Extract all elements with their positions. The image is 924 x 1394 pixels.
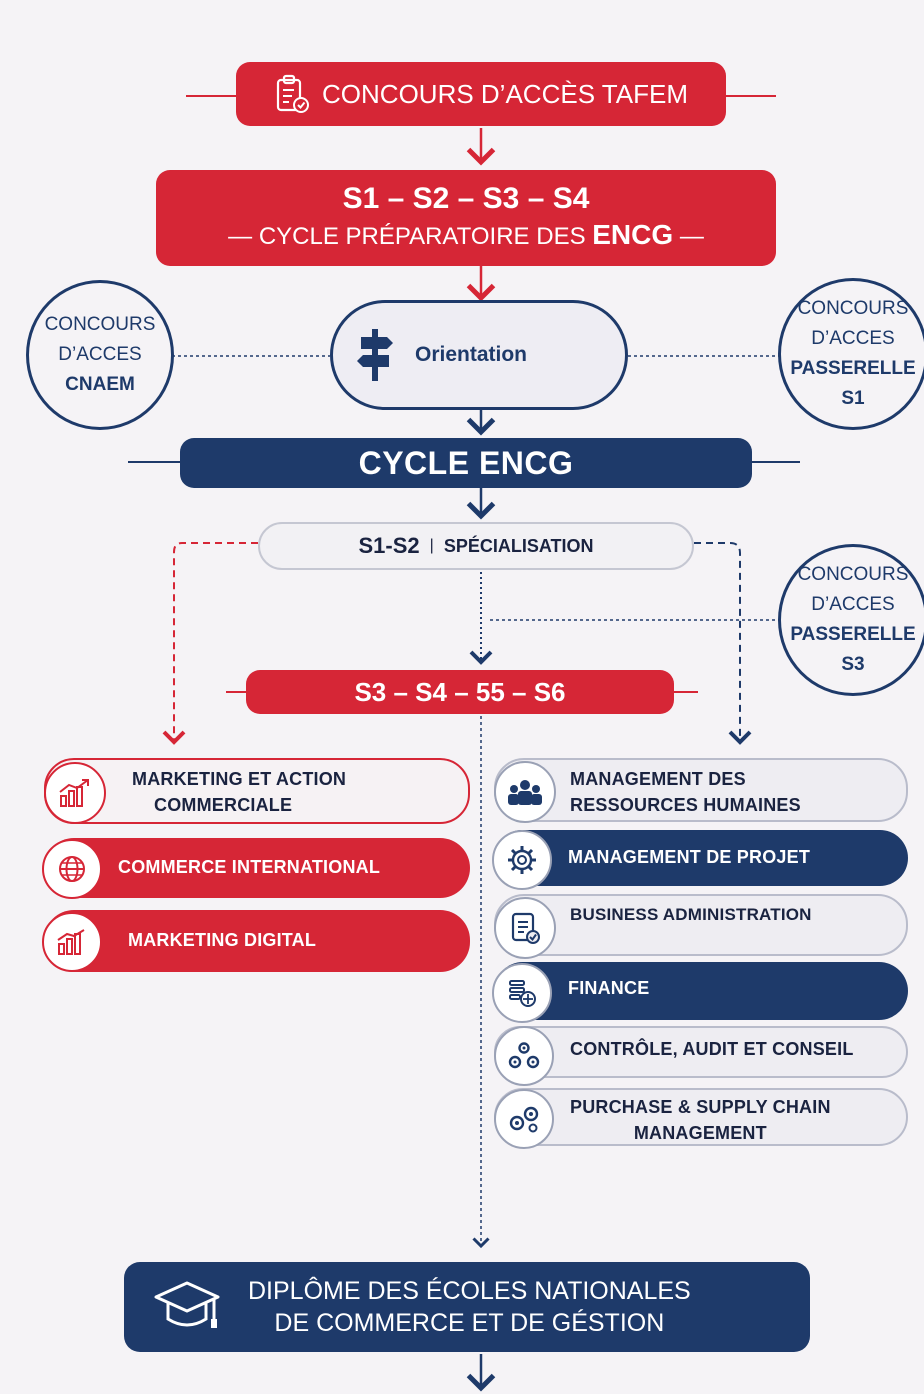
prep-semesters: S1 – S2 – S3 – S4 bbox=[342, 182, 590, 215]
track-rh-line2: RESSOURCES HUMAINES bbox=[570, 795, 801, 815]
track-supply-chain-line2: MANAGEMENT bbox=[633, 1123, 767, 1143]
prep-cycle-box: S1 – S2 – S3 – S4 — CYCLE PRÉPARATOIRE D… bbox=[156, 170, 776, 266]
prep-cycle-prefix: — CYCLE PRÉPARATOIRE DES bbox=[228, 223, 593, 250]
track-commerce-international-label: COMMERCE INTERNATIONAL bbox=[118, 857, 381, 877]
track-marketing-digital: MARKETING DIGITAL bbox=[42, 910, 470, 972]
track-business-admin-label: BUSINESS ADMINISTRATION bbox=[570, 905, 812, 924]
prep-cycle-strong: ENCG bbox=[592, 219, 674, 250]
prep-cycle-label: — CYCLE PRÉPARATOIRE DES ENCG — bbox=[156, 218, 776, 254]
orientation-node: Orientation bbox=[330, 300, 628, 410]
track-marketing-digital-label: MARKETING DIGITAL bbox=[128, 930, 317, 950]
clipboard-check-icon bbox=[494, 897, 556, 959]
cnaem-circle: CONCOURS D’ACCES CNAEM bbox=[26, 280, 174, 430]
track-business-admin: BUSINESS ADMINISTRATION bbox=[494, 894, 908, 959]
track-controle-audit: CONTRÔLE, AUDIT ET CONSEIL bbox=[494, 1026, 908, 1086]
header-title: CONCOURS D’ACCÈS TAFEM bbox=[322, 78, 688, 109]
track-finance: FINANCE bbox=[492, 962, 908, 1023]
diploma-box: DIPLÔME DES ÉCOLES NATIONALES DE COMMERC… bbox=[124, 1262, 810, 1352]
tafem-header: CONCOURS D’ACCÈS TAFEM bbox=[236, 62, 726, 126]
supply-gears-icon bbox=[494, 1089, 554, 1149]
track-finance-label: FINANCE bbox=[568, 978, 650, 998]
track-controle-audit-label: CONTRÔLE, AUDIT ET CONSEIL bbox=[570, 1039, 854, 1059]
clipboard-icon bbox=[274, 74, 310, 114]
cycle-encg-title: CYCLE ENCG bbox=[358, 444, 574, 481]
passerelle-s3-line3: PASSERELLE bbox=[790, 624, 916, 645]
prep-cycle-suffix: — bbox=[673, 223, 704, 250]
passerelle-s1-line1: CONCOURS bbox=[797, 298, 909, 319]
cnaem-line3: CNAEM bbox=[65, 374, 135, 395]
track-marketing-action: MARKETING ET ACTION COMMERCIALE bbox=[44, 758, 470, 824]
passerelle-s1-line3: PASSERELLE bbox=[790, 358, 916, 379]
cnaem-line1: CONCOURS bbox=[44, 314, 156, 335]
graduation-cap-icon bbox=[152, 1279, 222, 1335]
chart-growth-icon bbox=[44, 762, 106, 824]
finance-icon bbox=[492, 963, 552, 1023]
diploma-line2: DE COMMERCE ET DE GÉSTION bbox=[274, 1309, 665, 1337]
advanced-semesters-box: S3 – S4 – 55 – S6 bbox=[246, 670, 674, 714]
passerelle-s1-line2: D’ACCES bbox=[811, 328, 895, 349]
passerelle-s3-line4: S3 bbox=[841, 654, 865, 675]
cnaem-line2: D’ACCES bbox=[58, 344, 142, 365]
passerelle-s3-line1: CONCOURS bbox=[797, 564, 909, 585]
advanced-semesters: S3 – S4 – 55 – S6 bbox=[354, 676, 566, 707]
track-supply-chain: PURCHASE & SUPPLY CHAIN MANAGEMENT bbox=[494, 1088, 908, 1149]
orientation-label: Orientation bbox=[415, 343, 528, 366]
specialisation-pill: S1-S2 | SPÉCIALISATION bbox=[258, 522, 694, 570]
gears-icon bbox=[494, 1026, 554, 1086]
track-commerce-international: COMMERCE INTERNATIONAL bbox=[42, 838, 470, 899]
signpost-icon bbox=[355, 327, 395, 383]
spec-label: SPÉCIALISATION bbox=[443, 535, 594, 556]
people-icon bbox=[494, 761, 556, 823]
track-management-projet-label: MANAGEMENT DE PROJET bbox=[568, 847, 811, 867]
passerelle-s1-line4: S1 bbox=[841, 388, 865, 409]
track-management-projet: MANAGEMENT DE PROJET bbox=[492, 830, 908, 890]
globe-icon bbox=[42, 839, 102, 899]
track-marketing-action-line1: MARKETING ET ACTION bbox=[132, 769, 347, 789]
track-rh: MANAGEMENT DES RESSOURCES HUMAINES bbox=[494, 758, 908, 823]
bar-chart-icon bbox=[42, 912, 102, 972]
passerelle-s3-circle: CONCOURS D’ACCES PASSERELLE S3 bbox=[778, 544, 924, 696]
gear-icon bbox=[492, 830, 552, 890]
track-marketing-action-line2: COMMERCIALE bbox=[154, 795, 293, 815]
track-supply-chain-line1: PURCHASE & SUPPLY CHAIN bbox=[570, 1097, 831, 1117]
track-rh-line1: MANAGEMENT DES bbox=[570, 769, 746, 789]
spec-semesters: S1-S2 bbox=[358, 533, 420, 558]
passerelle-s3-line2: D’ACCES bbox=[811, 594, 895, 615]
diploma-line1: DIPLÔME DES ÉCOLES NATIONALES bbox=[248, 1277, 691, 1305]
spec-separator: | bbox=[429, 537, 434, 554]
cycle-encg-box: CYCLE ENCG bbox=[180, 438, 752, 488]
passerelle-s1-circle: CONCOURS D’ACCES PASSERELLE S1 bbox=[778, 278, 924, 430]
